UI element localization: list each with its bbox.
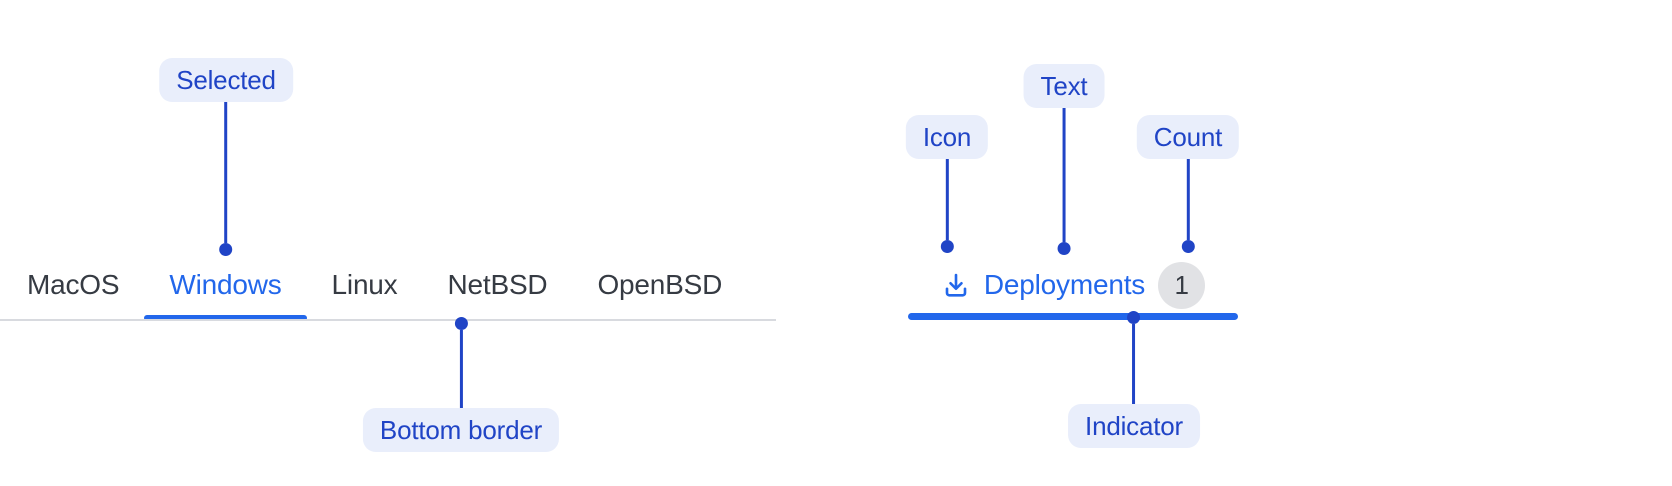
tab-macos-label: MacOS	[27, 269, 120, 300]
tab-netbsd-label: NetBSD	[447, 269, 548, 300]
annotation-indicator: Indicator	[1068, 311, 1200, 448]
tab-count-badge: 1	[1158, 261, 1206, 309]
annotation-icon-connector-line	[945, 159, 949, 240]
annotation-text-badge: Text	[1023, 64, 1105, 108]
annotation-count-connector-dot	[1181, 240, 1195, 253]
annotation-text: Text	[1023, 64, 1105, 255]
annotation-bottom-border-connector-line	[459, 330, 463, 408]
annotation-bottom-border-badge: Bottom border	[362, 408, 560, 452]
download-icon	[945, 273, 967, 297]
annotation-selected: Selected	[159, 58, 293, 256]
tab-openbsd-label: OpenBSD	[597, 269, 723, 300]
tab-deployments-label: Deployments	[983, 269, 1146, 300]
tab-deployments[interactable]: Deployments 1	[908, 261, 1238, 320]
annotation-selected-connector-line	[224, 102, 228, 243]
annotation-indicator-connector-line	[1132, 324, 1136, 404]
tab-openbsd[interactable]: OpenBSD	[572, 263, 747, 321]
tab-linux[interactable]: Linux	[307, 263, 423, 321]
tab-windows-label: Windows	[169, 269, 282, 300]
annotation-text-connector-dot	[1057, 242, 1071, 255]
tab-selection-indicator	[908, 313, 1238, 320]
annotation-bottom-border-connector-dot	[454, 317, 468, 330]
selected-tab-bottom-border	[144, 315, 307, 321]
annotation-icon-connector-dot	[940, 240, 954, 253]
tab-windows-selected[interactable]: Windows	[144, 263, 307, 321]
annotation-selected-connector-dot	[219, 243, 233, 256]
annotation-bottom-border: Bottom border	[362, 317, 560, 452]
annotation-count: Count	[1136, 115, 1240, 253]
annotation-icon-badge: Icon	[905, 115, 989, 159]
annotation-indicator-connector-dot	[1127, 311, 1141, 324]
tab-linux-label: Linux	[331, 269, 398, 300]
annotation-selected-badge: Selected	[159, 58, 293, 102]
tab-macos[interactable]: MacOS	[2, 263, 144, 321]
tab-netbsd[interactable]: NetBSD	[423, 263, 573, 321]
annotation-icon: Icon	[905, 115, 989, 253]
annotation-indicator-badge: Indicator	[1068, 404, 1200, 448]
annotation-text-connector-line	[1062, 108, 1066, 242]
annotation-count-connector-line	[1186, 159, 1190, 240]
tab-bar-bottom-border	[0, 319, 776, 321]
tab-bar: MacOS Windows Linux NetBSD OpenBSD	[0, 263, 776, 321]
annotation-count-badge: Count	[1136, 115, 1240, 159]
